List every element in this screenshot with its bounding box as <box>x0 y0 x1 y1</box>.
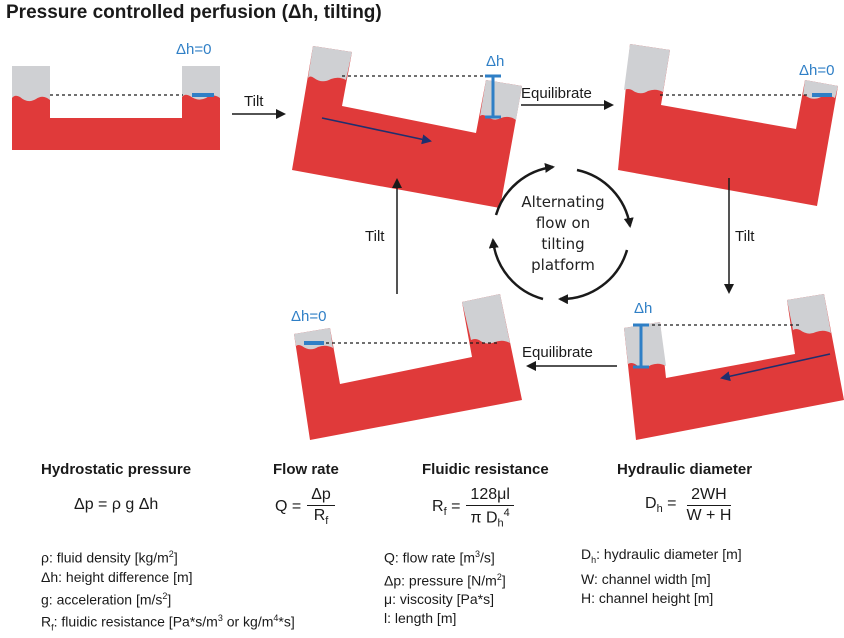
resistance-lhs: Rf = <box>432 497 461 518</box>
channel-tilted-left-equilibrated: Δh=0 <box>291 294 522 440</box>
legend-item: W: channel width [m] <box>581 570 711 587</box>
dh-label-panel5: Δh=0 <box>291 308 326 325</box>
heading-hydrostatic: Hydrostatic pressure <box>41 461 192 478</box>
equation-resistance: Rf = 128μl π Dh4 <box>432 486 514 530</box>
dh-label-panel2: Δh <box>486 53 504 70</box>
flow-rate-denominator: Rf <box>313 507 329 528</box>
dh-label-panel1: Δh=0 <box>176 41 211 58</box>
hydrostatic-formula: Δp = ρ g Δh <box>74 496 159 513</box>
equation-flow-rate: Q = Δp Rf <box>275 486 335 527</box>
step-equilibrate-1: Equilibrate <box>521 85 592 102</box>
legend-item: Q: flow rate [m3/s] <box>384 549 495 566</box>
flow-rate-fraction: Δp Rf <box>307 486 335 527</box>
hydraulic-numerator: 2WH <box>687 486 731 506</box>
legend-item: Dh: hydraulic diameter [m] <box>581 546 742 565</box>
legend-item: Rf: fluidic resistance [Pa*s/m3 or kg/m4… <box>41 613 295 633</box>
heading-resistance: Fluidic resistance <box>422 461 549 478</box>
heading-hydraulic: Hydraulic diameter <box>617 461 753 478</box>
hydraulic-fraction: 2WH W + H <box>682 486 735 525</box>
step-equilibrate-2: Equilibrate <box>522 344 593 361</box>
cycle-line-3: tilting <box>541 235 584 253</box>
channel-tilted-equilibrated: Δh=0 <box>618 44 838 206</box>
legend-item: Δh: height difference [m] <box>41 568 193 585</box>
channel-tilted-left: Δh <box>624 294 844 440</box>
channel-level-top: Δh=0 <box>12 41 220 150</box>
resistance-numerator: 128μl <box>466 486 514 506</box>
heading-flow-rate: Flow rate <box>273 461 339 478</box>
equation-hydraulic: Dh = 2WH W + H <box>645 486 735 525</box>
alternating-cycle: Alternating flow on tilting platform <box>488 162 634 305</box>
flow-rate-numerator: Δp <box>307 486 335 506</box>
dh-label-panel4: Δh <box>634 300 652 317</box>
legend-item: H: channel height [m] <box>581 589 714 606</box>
channel-tilted-right: Δh <box>292 46 522 208</box>
legend-item: μ: viscosity [Pa*s] <box>384 591 494 608</box>
legend-col-2: Q: flow rate [m3/s] Δp: pressure [N/m2] … <box>384 545 506 628</box>
legend-item: ρ: fluid density [kg/m2] <box>41 549 178 566</box>
resistance-denominator: π Dh4 <box>470 507 510 530</box>
legend-col-3: Dh: hydraulic diameter [m] W: channel wi… <box>581 545 742 608</box>
equation-hydrostatic: Δp = ρ g Δh <box>74 496 158 514</box>
dh-label-panel3: Δh=0 <box>799 62 834 79</box>
cycle-line-4: platform <box>531 256 595 274</box>
step-tilt-3: Tilt <box>365 228 385 245</box>
page-title: Pressure controlled perfusion (Δh, tilti… <box>6 2 382 23</box>
legend-item: Δp: pressure [N/m2] <box>384 571 506 589</box>
legend-item: l: length [m] <box>384 610 457 627</box>
legend-item: g: acceleration [m/s2] <box>41 590 172 608</box>
resistance-fraction: 128μl π Dh4 <box>466 486 514 530</box>
step-arrows: Tilt Equilibrate Tilt Equilibrate Tilt <box>232 85 755 371</box>
flow-rate-lhs: Q = <box>275 497 302 515</box>
step-tilt-1: Tilt <box>244 93 264 110</box>
hydraulic-denominator: W + H <box>686 507 732 524</box>
hydraulic-lhs: Dh = <box>645 495 677 516</box>
step-tilt-2: Tilt <box>735 228 755 245</box>
legend-col-1: ρ: fluid density [kg/m2] Δh: height diff… <box>41 545 295 638</box>
cycle-line-2: flow on <box>536 214 590 232</box>
cycle-line-1: Alternating <box>521 193 604 211</box>
